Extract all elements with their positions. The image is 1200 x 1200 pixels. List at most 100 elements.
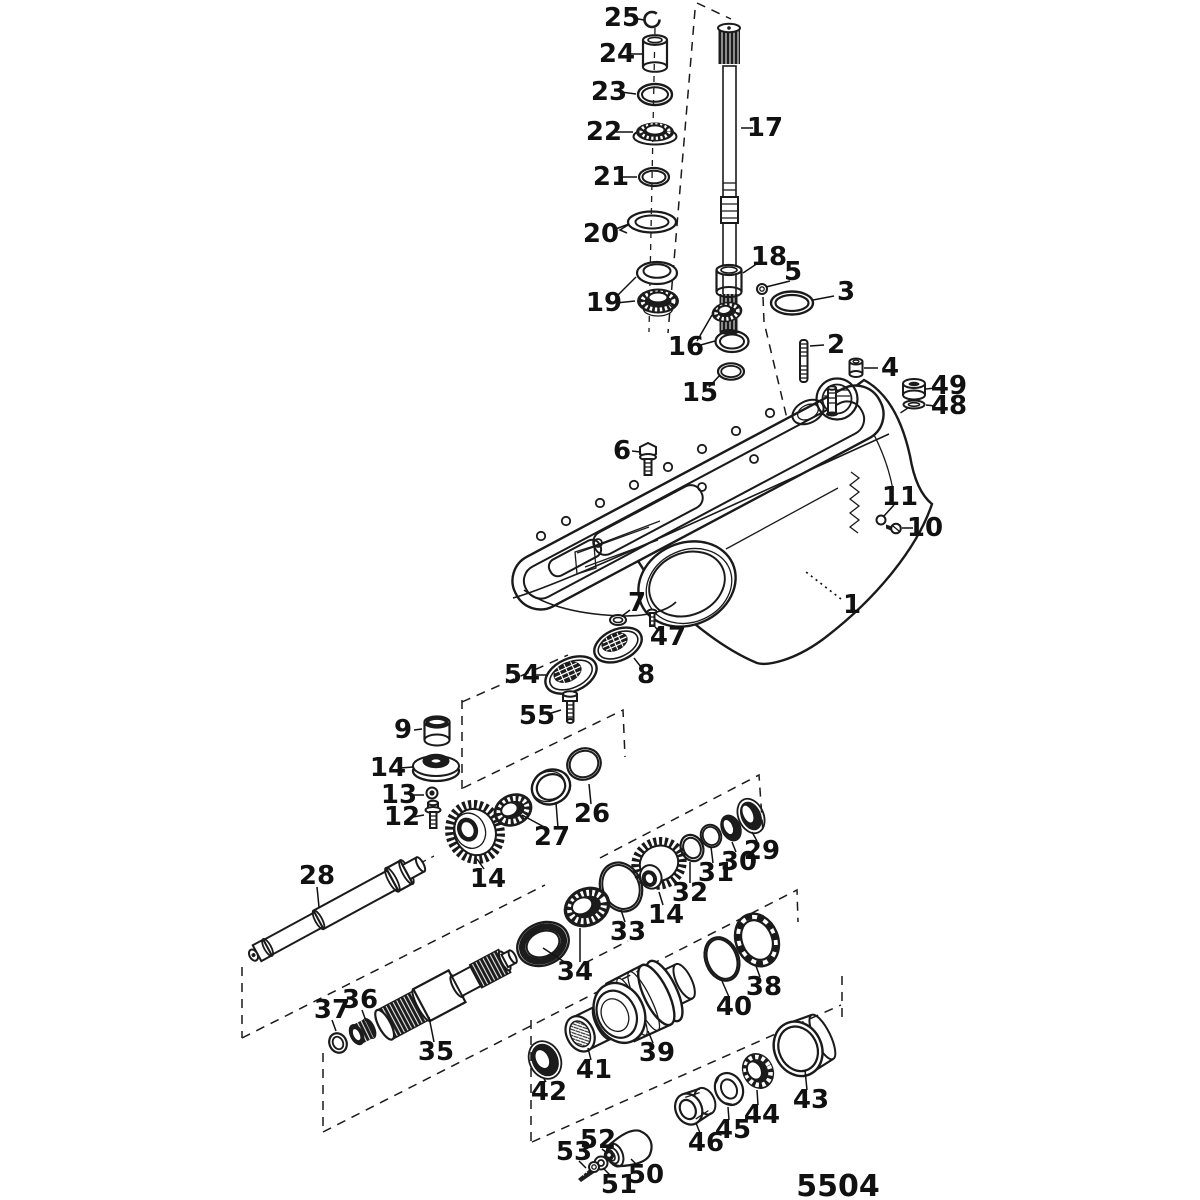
callout-leader-14-35 [658,891,664,906]
callout-label-49-15: 49 [931,371,967,401]
part-screw-10 [886,522,902,535]
callout-label-10-19: 10 [907,513,943,543]
diagram-code: 5504 [796,1169,880,1200]
callout-label-14-31: 14 [470,864,506,894]
part-bearing-set-19 [635,260,679,317]
part-reverse-gear-14 [631,837,687,890]
callout-leader-51-55 [602,1167,613,1178]
callout-leader-46-52 [695,1122,701,1134]
callout-leader-45-51 [727,1106,730,1121]
callout-leader-5-9 [765,280,791,288]
callout-leader-34-40 [542,947,567,964]
part-ring-21 [637,166,671,188]
part-ring-15 [716,362,746,381]
callout-label-52-54: 52 [580,1125,616,1155]
part-o-ring-3 [769,290,815,316]
callout-leader-35-46 [428,1016,435,1043]
part-spacer-24 [641,34,669,73]
callout-label-26-33: 26 [574,799,610,829]
part-washer-13 [425,786,439,800]
part-seal-carrier-14 [411,753,461,783]
part-grommet-7 [609,614,627,626]
part-seal-30 [720,814,742,842]
callout-label-42-45: 42 [531,1077,567,1107]
part-bearing-34 [563,886,611,928]
callout-label-50-56: 50 [628,1160,664,1190]
callout-label-48-16: 48 [931,391,967,421]
callout-leader-31-37 [710,846,714,864]
callout-leader-2-13 [809,344,825,347]
part-o-ring-40 [703,936,741,982]
part-screw-47 [646,608,658,627]
part-retainer-washer-20 [618,210,678,234]
callout-label-43-49: 43 [793,1085,829,1115]
callout-layer: 2524232221201917185316152449486111017478… [299,3,967,1200]
callout-label-14-35: 14 [648,900,684,930]
callout-leader-27-32 [521,814,547,829]
callout-leader-40-41 [721,980,730,998]
part-bushing-4 [848,357,864,378]
callout-leader-19-6 [615,300,636,304]
callout-label-47-22: 47 [650,622,686,652]
callout-label-6-17: 6 [613,436,631,466]
callout-label-53-53: 53 [556,1137,592,1167]
callout-label-3-10: 3 [837,277,855,307]
callout-label-29-39: 29 [744,836,780,866]
part-propeller-shaft-28 [247,856,427,963]
part-bolt-55 [562,690,578,724]
callout-label-54-24: 54 [504,660,540,690]
callout-label-2-13: 2 [827,330,845,360]
part-ring-32 [679,833,705,863]
part-water-screen-8 [593,626,643,664]
callout-leader-38-42 [755,965,761,978]
callout-label-8-23: 8 [637,660,655,690]
callout-leader-52-54 [601,1148,608,1154]
callout-label-11-18: 11 [882,482,918,512]
callout-label-32-36: 32 [672,878,708,908]
callout-leader-6-17 [631,450,642,453]
callout-label-37-48: 37 [314,995,350,1025]
callout-leader-43-49 [804,1069,808,1091]
deck-stud [826,385,838,417]
callout-leader-23-2 [620,91,637,95]
callout-leader-39-43 [647,1030,654,1044]
torpedo-bore [637,540,737,628]
construction-lines [241,2,909,1143]
part-bearing-cup-27 [530,768,572,806]
callout-leader-16-11 [696,314,713,342]
part-needle-bearing-41 [564,1005,614,1053]
callout-label-45-51: 45 [715,1115,751,1145]
callout-label-34-40: 34 [557,957,593,987]
callout-label-19-6: 19 [586,288,622,318]
part-prop-nut-46 [673,1086,717,1126]
part-o-ring-26 [566,747,602,781]
callout-leader-16-11 [696,340,716,347]
callout-label-17-7: 17 [747,113,783,143]
part-bearing-carrier-39 [592,959,696,1044]
callout-leader-42-45 [543,1078,547,1083]
callout-label-4-14: 4 [881,353,899,383]
part-snap-ring-25 [643,10,661,29]
callout-leader-14-31 [476,858,485,870]
part-seal-ring-11 [875,514,887,526]
callout-leader-12-29 [412,814,425,818]
part-nut-5 [756,283,768,295]
callout-leader-15-12 [708,374,721,388]
callout-label-18-8: 18 [751,242,787,272]
part-bolt-12 [424,799,442,829]
callout-leader-25-0 [632,17,645,21]
callout-leader-30-38 [731,841,737,853]
part-bearing-cup-34 [516,920,570,968]
callout-leader-37-48 [331,1019,337,1032]
callout-label-7-21: 7 [628,588,646,618]
part-bolt-6 [639,441,657,476]
callout-label-15-12: 15 [682,378,718,408]
callout-leader-29-39 [751,831,758,842]
callout-leader-36-47 [361,1009,367,1022]
callout-label-24-1: 24 [599,39,635,69]
part-bearing-27 [493,793,533,827]
callout-label-25-0: 25 [604,3,640,33]
callout-label-38-42: 38 [746,972,782,1002]
gearcase-housing [511,377,934,665]
